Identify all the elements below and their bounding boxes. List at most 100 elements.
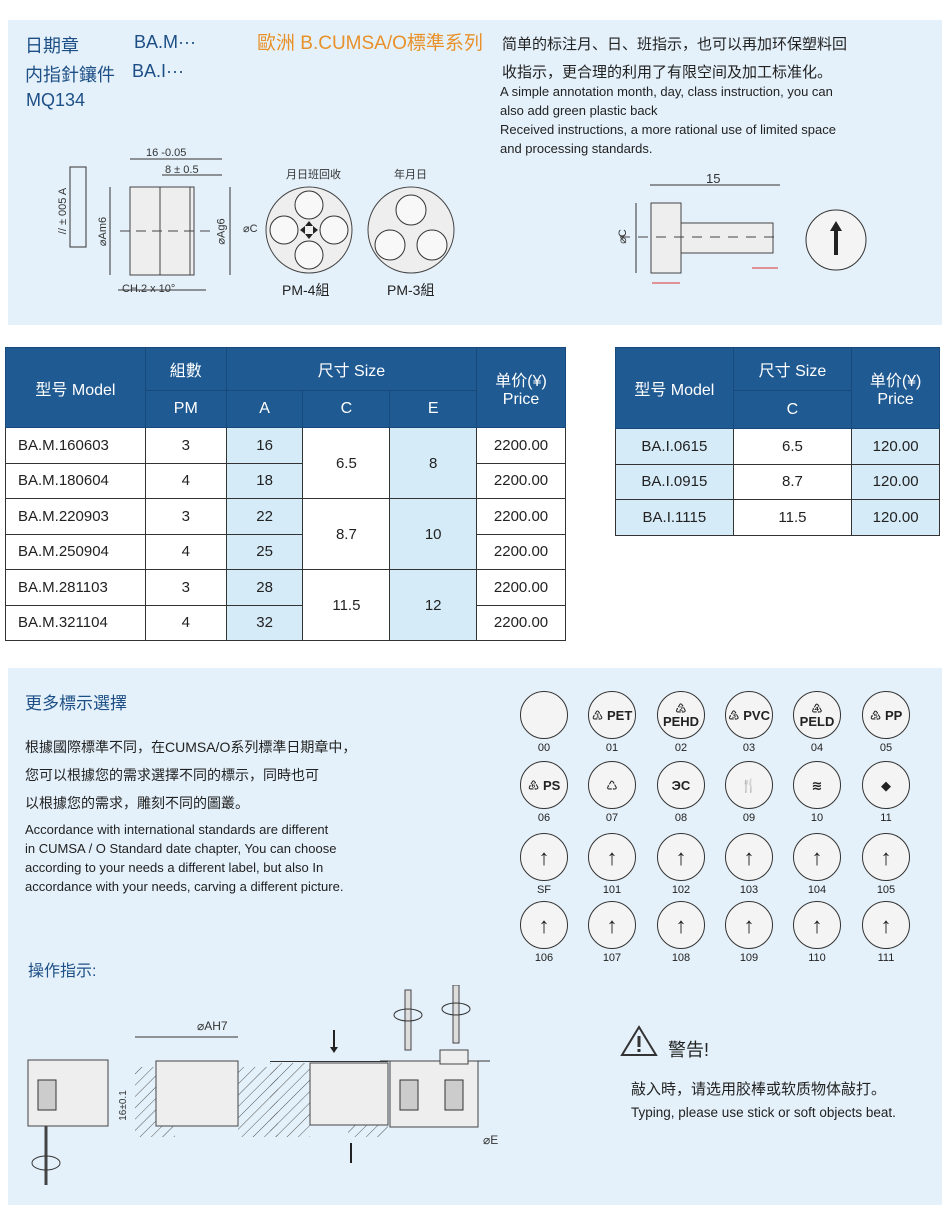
- intro-en-4: and processing standards.: [500, 141, 653, 156]
- depth-label: 16±0.1: [117, 1090, 129, 1121]
- marking-icon-code: 108: [671, 952, 691, 964]
- cell-model: BA.M.160603: [5, 427, 146, 464]
- cell-c: 8.7: [302, 498, 391, 570]
- cell-price: 2200.00: [476, 462, 566, 499]
- product1-code: BA.M···: [134, 32, 196, 52]
- price-cn: 单价(¥): [869, 373, 922, 390]
- cell-price: 2200.00: [476, 569, 566, 606]
- marking-icon-10: ≋: [793, 761, 841, 809]
- marking-icon-code: 103: [739, 884, 759, 896]
- cell-pm: 4: [144, 462, 227, 499]
- pm4-diagram: [265, 186, 353, 274]
- cell-price: 2200.00: [476, 498, 566, 535]
- cell-a: 16: [225, 427, 304, 464]
- pin-dia: ⌀C: [616, 229, 629, 244]
- cell-a: 18: [225, 462, 304, 499]
- cell-model: BA.M.250904: [5, 533, 146, 570]
- dia-e-label: ⌀E: [483, 1133, 499, 1147]
- more-en-4: accordance with your needs, carving a di…: [25, 879, 344, 894]
- cell-price: 2200.00: [476, 533, 566, 570]
- stamp-dimension-drawing: [69, 158, 231, 291]
- cell-e: 10: [389, 498, 478, 570]
- intro-cn-2: 收指示，更合理的利用了有限空间及加工标准化。: [502, 64, 833, 81]
- cell-model: BA.M.321104: [5, 604, 146, 641]
- marking-icon-102: ↑: [657, 833, 705, 881]
- cell-model: BA.I.0615: [615, 428, 734, 465]
- cell-pm: 3: [144, 569, 227, 606]
- arrow-icon: [830, 221, 842, 255]
- cell-model: BA.M.281103: [5, 569, 146, 606]
- cell-c: 8.7: [732, 463, 853, 500]
- col-model: 型号 Model: [615, 347, 734, 429]
- marking-icon-105: ↑: [862, 833, 910, 881]
- more-en-3: according to your needs a different labe…: [25, 860, 324, 875]
- dia-ag6: ⌀Ag6: [215, 218, 228, 245]
- pm4-caption: 月日班回收: [286, 169, 341, 181]
- marking-icon-02: ♴ PEHD: [657, 691, 705, 739]
- marking-icon-00: [520, 691, 568, 739]
- cell-pm: 3: [144, 498, 227, 535]
- intro-cn-1: 简单的标注月、日、班指示，也可以再加环保塑料回: [502, 36, 848, 53]
- cell-price: 2200.00: [476, 427, 566, 464]
- marking-icon-code: 03: [742, 742, 756, 754]
- cell-pm: 3: [144, 427, 227, 464]
- dim-half: 8 ± 0.5: [165, 164, 199, 176]
- marking-icon-107: ↑: [588, 901, 636, 949]
- price-en: Price: [877, 391, 914, 408]
- more-cn-3: 以根據您的需求，雕刻不同的圖叢。: [25, 795, 249, 811]
- col-price: 单价(¥)Price: [851, 347, 940, 429]
- marking-icon-09: 🍴: [725, 761, 773, 809]
- more-cn: 根據國際標準不同，在CUMSA/O系列標準日期章中， 您可以根據您的需求選擇不同…: [25, 733, 356, 817]
- price-cn: 单价(¥): [495, 372, 547, 390]
- marking-icon-SF: ↑: [520, 833, 568, 881]
- cell-model: BA.M.220903: [5, 498, 146, 535]
- col-c: C: [302, 390, 391, 428]
- more-en-2: in CUMSA / O Standard date chapter, You …: [25, 841, 337, 856]
- warning-icon: [620, 1025, 658, 1056]
- col-model: 型号 Model: [5, 347, 146, 428]
- dia-am6: ⌀Am6: [97, 216, 110, 247]
- intro-en-2: also add green plastic back: [500, 103, 658, 118]
- cell-c: 6.5: [302, 427, 391, 499]
- marking-icon-code: 11: [880, 812, 892, 824]
- marking-icon-code: 104: [807, 884, 827, 896]
- marking-icon-110: ↑: [793, 901, 841, 949]
- pm3-caption: 年月日: [394, 169, 427, 181]
- intro-en: A simple annotation month, day, class in…: [500, 82, 836, 158]
- cell-model: BA.I.1115: [615, 499, 734, 536]
- intro-en-3: Received instructions, a more rational u…: [500, 122, 836, 137]
- operation-title: 操作指示:: [28, 963, 97, 980]
- marking-icon-05: ♷ PP: [862, 691, 910, 739]
- more-cn-1: 根據國際標準不同，在CUMSA/O系列標準日期章中，: [25, 739, 357, 755]
- dim-length: 16 -0.05: [146, 147, 187, 159]
- warning-en: Typing, please use stick or soft objects…: [631, 1105, 896, 1120]
- marking-icon-01: ♳ PET: [588, 691, 636, 739]
- cell-price: 2200.00: [476, 604, 566, 641]
- cell-price: 120.00: [851, 499, 940, 536]
- more-cn-2: 您可以根據您的需求選擇不同的標示，同時也可: [25, 767, 319, 783]
- series-title: 歐洲 B.CUMSA/O標準系列: [257, 33, 483, 54]
- cell-c: 6.5: [732, 428, 853, 465]
- marking-icon-code: SF: [536, 884, 552, 896]
- marking-icon-08: ЭC: [657, 761, 705, 809]
- marking-icon-code: 00: [537, 742, 551, 754]
- intro-en-1: A simple annotation month, day, class in…: [500, 84, 833, 99]
- marking-icon-code: 09: [742, 812, 756, 824]
- marking-icon-04: ♶ PELD: [793, 691, 841, 739]
- marking-icon-code: 110: [808, 952, 826, 964]
- col-e: E: [389, 390, 478, 428]
- marking-icon-104: ↑: [793, 833, 841, 881]
- marking-icon-code: 105: [876, 884, 896, 896]
- marking-icon-code: 111: [877, 952, 895, 964]
- cell-price: 120.00: [851, 428, 940, 465]
- cell-pm: 4: [144, 604, 227, 641]
- cell-a: 22: [225, 498, 304, 535]
- cell-a: 32: [225, 604, 304, 641]
- marking-icon-code: 07: [605, 812, 619, 824]
- dia-ah7-label: ⌀AH7: [197, 1019, 228, 1033]
